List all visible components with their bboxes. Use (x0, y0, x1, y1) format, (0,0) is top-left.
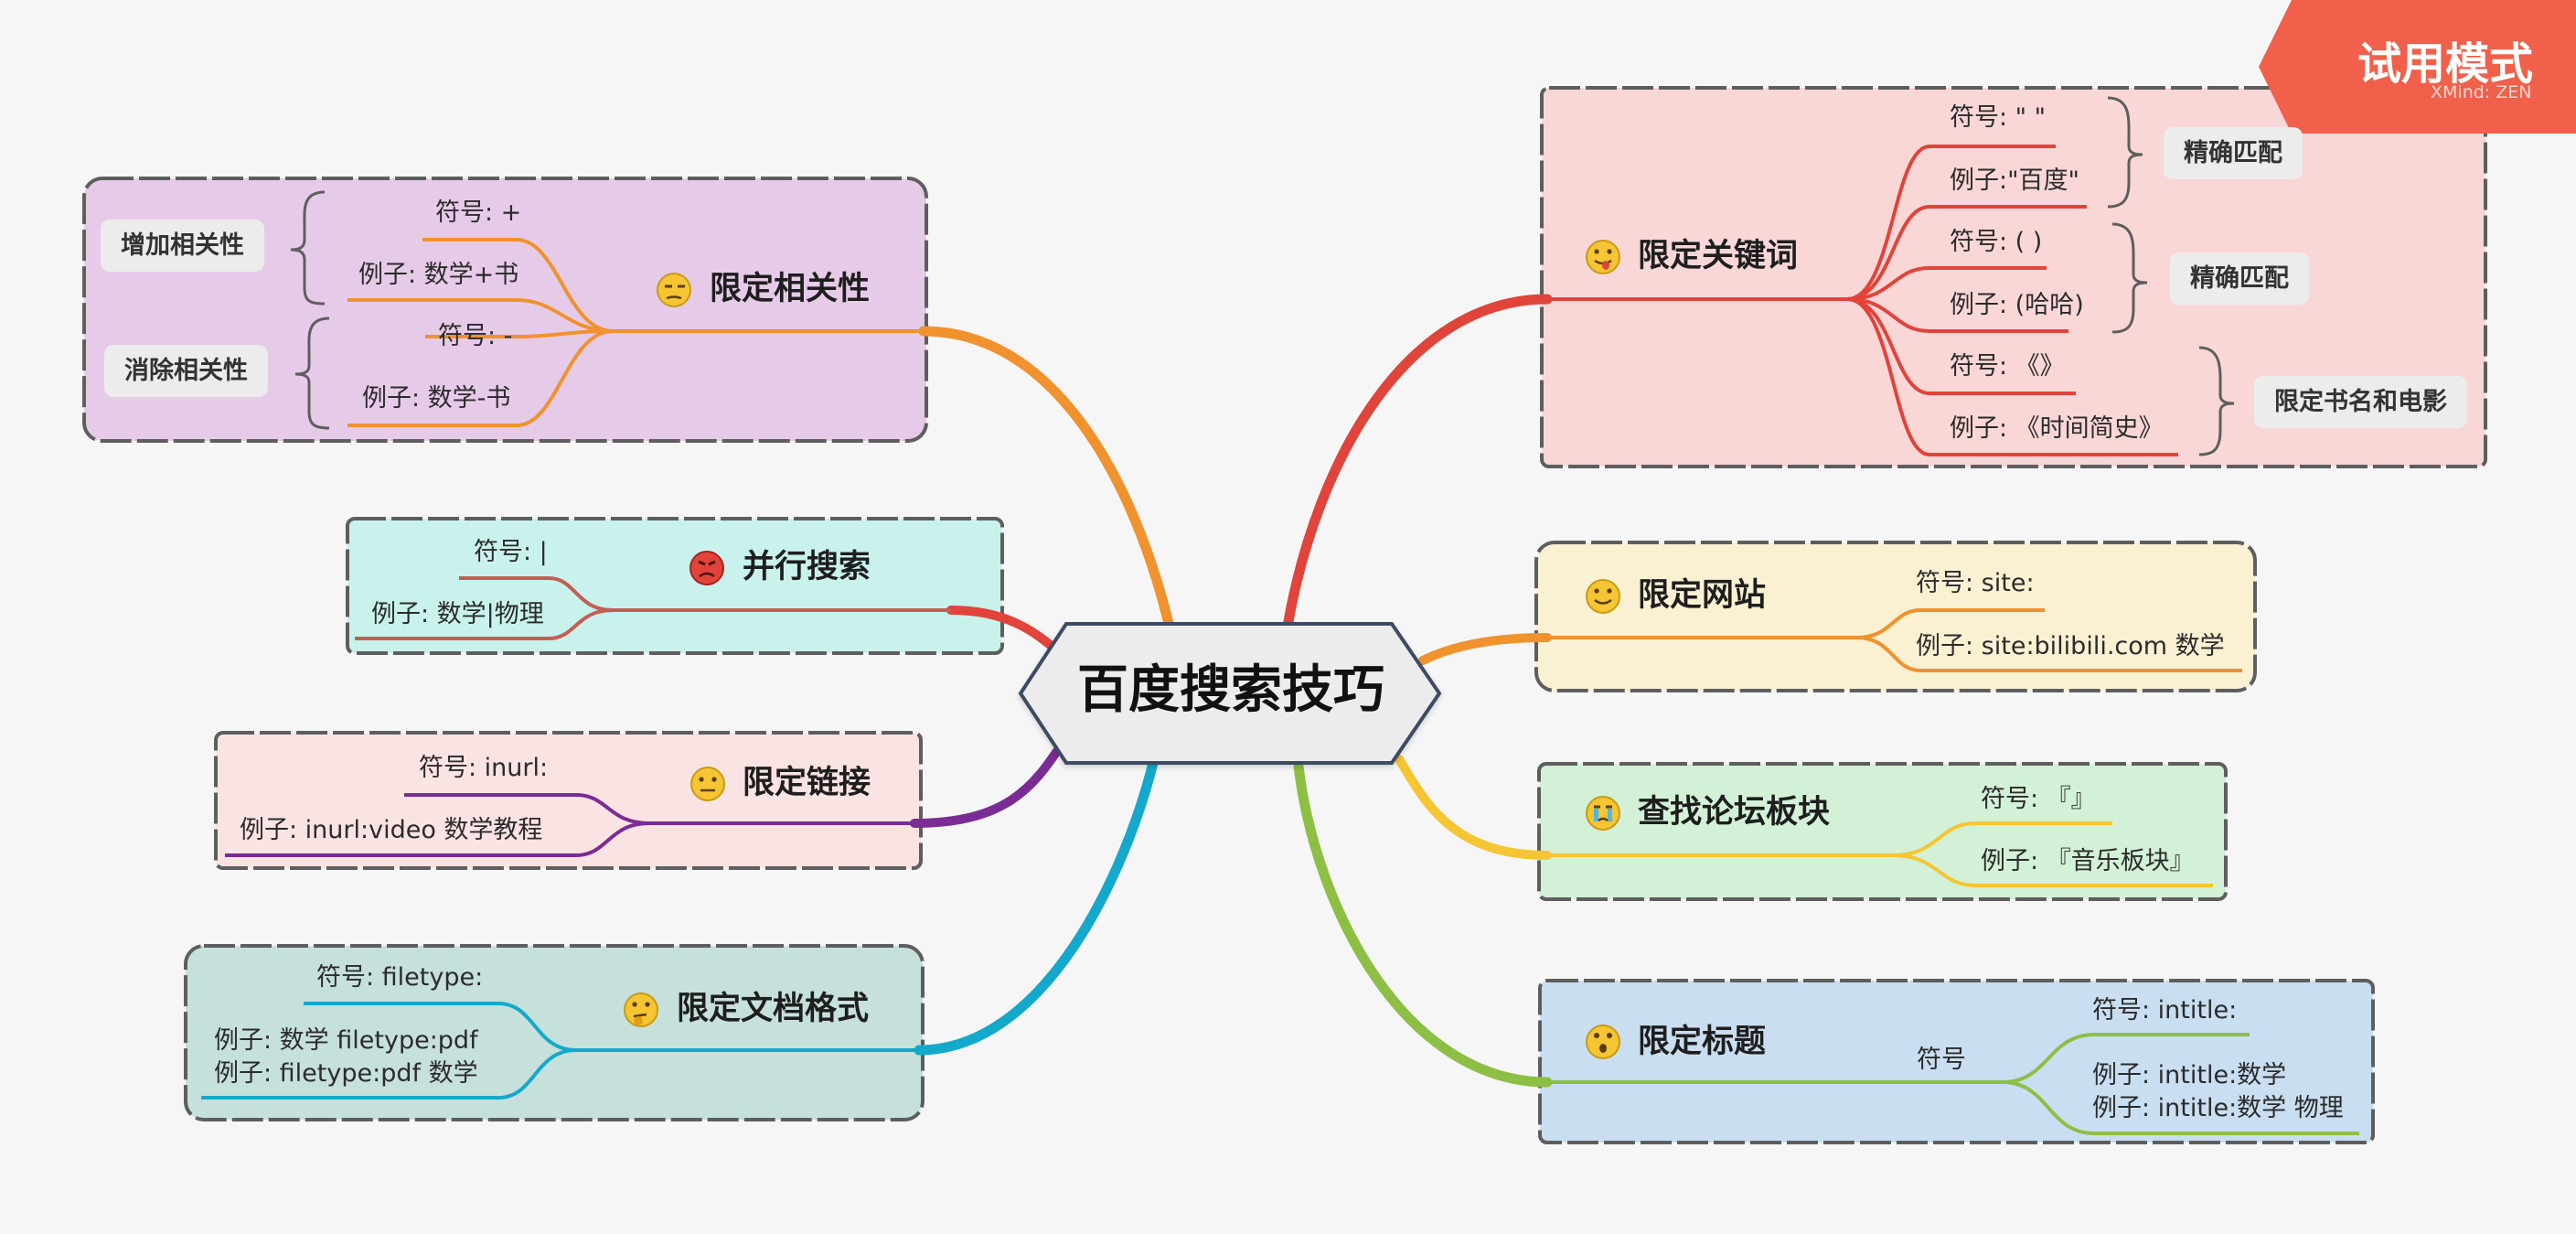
topic-parallel[interactable]: 并行搜索 (743, 549, 871, 585)
keyword-item-4[interactable]: 例子: (哈哈) (1950, 291, 2084, 319)
parallel-item-1[interactable]: 符号: | (474, 538, 548, 566)
filetype-item-3[interactable]: 例子: filetype:pdf 数学 (214, 1059, 478, 1088)
tongue-face-icon (1586, 240, 1620, 274)
branch-site (1418, 633, 1552, 665)
root-topic[interactable]: 百度搜索技巧 (1077, 660, 1384, 720)
bracket-exact-1 (2107, 96, 2143, 209)
site-item-2[interactable]: 例子: site:bilibili.com 数学 (1916, 632, 2225, 660)
forum-item-1[interactable]: 符号: 『』 (1981, 785, 2096, 813)
link-item-1[interactable]: 符号: inurl: (419, 754, 549, 782)
parallel-boundary (346, 517, 1004, 655)
keyword-item-5[interactable]: 符号: 《》 (1950, 352, 2065, 381)
title-item-1[interactable]: 符号: intitle: (2092, 996, 2238, 1025)
branch-relevance (918, 326, 1176, 637)
tag-exact-match-1[interactable]: 精确匹配 (2164, 127, 2303, 179)
title-boundary (1538, 979, 2375, 1144)
relevance-item-3[interactable]: 符号: - (438, 322, 513, 350)
keyword-item-1[interactable]: 符号: " " (1950, 103, 2047, 132)
title-mid-node[interactable]: 符号 (1917, 1046, 1966, 1074)
site-boundary (1534, 541, 2257, 692)
branch-title (1293, 761, 1553, 1088)
trial-badge-shape (2259, 0, 2576, 134)
trial-mode-subtitle: XMind: ZEN (2431, 82, 2532, 102)
topic-title[interactable]: 限定标题 (1638, 1024, 1767, 1060)
angry-face-icon (689, 551, 724, 585)
keyword-item-2[interactable]: 例子:"百度" (1950, 166, 2079, 195)
tag-book-movie[interactable]: 限定书名和电影 (2254, 376, 2467, 428)
topic-forum[interactable]: 查找论坛板块 (1638, 794, 1831, 831)
forum-boundary (1537, 762, 2228, 901)
filetype-boundary (184, 944, 925, 1121)
branch-filetype (914, 754, 1160, 1056)
keyword-item-6[interactable]: 例子: 《时间简史》 (1950, 414, 2164, 443)
neutral-face-icon (690, 767, 725, 801)
topic-link[interactable]: 限定链接 (743, 765, 871, 801)
keyword-boundary (1540, 86, 2487, 468)
crying-face-icon (1586, 796, 1620, 831)
forum-item-2[interactable]: 例子: 『音乐板块』 (1981, 847, 2195, 875)
bracket-book (2198, 346, 2235, 456)
relevance-item-2[interactable]: 例子: 数学+书 (358, 261, 519, 289)
keyword-item-3[interactable]: 符号: ( ) (1950, 228, 2043, 256)
branch-parallel (946, 606, 1058, 652)
relevance-boundary (82, 177, 928, 443)
filetype-item-2[interactable]: 例子: 数学 filetype:pdf (214, 1026, 478, 1055)
trial-mode-title: 试用模式 (2357, 38, 2534, 90)
smiling-face-icon (1586, 579, 1620, 614)
branch-link (910, 741, 1065, 828)
topic-filetype[interactable]: 限定文档格式 (677, 991, 870, 1027)
tag-exact-match-2[interactable]: 精确匹配 (2170, 252, 2309, 305)
parallel-item-2[interactable]: 例子: 数学|物理 (371, 600, 544, 628)
bracket-increase (290, 190, 326, 306)
topic-keyword[interactable]: 限定关键词 (1638, 238, 1799, 274)
tag-increase-relevance[interactable]: 增加相关性 (101, 220, 264, 272)
surprised-face-icon (1586, 1025, 1620, 1059)
link-boundary (214, 731, 923, 870)
unamused-face-icon (657, 273, 691, 307)
bracket-exact-2 (2111, 222, 2148, 334)
title-item-3[interactable]: 例子: intitle:数学 物理 (2092, 1094, 2344, 1122)
thinking-face-icon (624, 993, 658, 1027)
relevance-item-4[interactable]: 例子: 数学-书 (362, 384, 511, 413)
bracket-decrease (294, 317, 330, 430)
root-node-shape (1018, 622, 1442, 765)
tag-remove-relevance[interactable]: 消除相关性 (104, 345, 268, 397)
site-item-1[interactable]: 符号: site: (1916, 569, 2035, 597)
branch-keyword (1282, 294, 1553, 632)
title-item-2[interactable]: 例子: intitle:数学 (2092, 1061, 2287, 1089)
filetype-item-1[interactable]: 符号: filetype: (316, 963, 484, 992)
topic-relevance[interactable]: 限定相关性 (710, 271, 871, 307)
relevance-item-1[interactable]: 符号: + (435, 199, 522, 227)
topic-site[interactable]: 限定网站 (1638, 577, 1767, 614)
link-item-2[interactable]: 例子: inurl:video 数学教程 (240, 816, 543, 844)
branch-forum (1395, 755, 1552, 860)
